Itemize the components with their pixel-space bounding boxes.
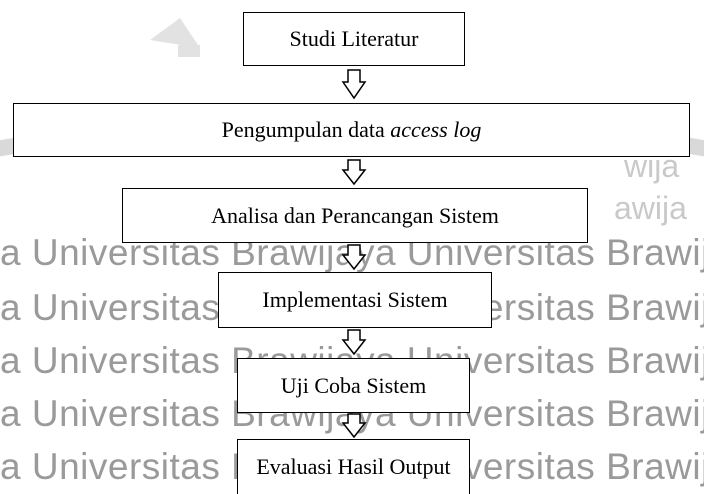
step-label: Uji Coba Sistem: [280, 372, 427, 398]
down-arrow-icon: [341, 413, 367, 439]
down-arrow-icon: [341, 329, 367, 356]
step-label: Implementasi Sistem: [262, 287, 448, 312]
step-box-implementasi: Implementasi Sistem: [218, 272, 492, 328]
down-arrow-icon: [341, 69, 367, 100]
step-box-evaluasi: Evaluasi Hasil Output: [237, 439, 470, 494]
step-label-italic: access log: [390, 117, 482, 142]
down-arrow-icon: [341, 244, 367, 271]
step-label: Pengumpulan data: [221, 117, 391, 142]
down-arrow-icon: [341, 159, 367, 186]
step-box-analisa-perancangan: Analisa dan Perancangan Sistem: [122, 188, 588, 243]
step-box-uji-coba: Uji Coba Sistem: [237, 358, 470, 413]
step-label: Studi Literatur: [289, 26, 419, 51]
watermark-fragment: awija: [614, 190, 687, 226]
step-box-studi-literatur: Studi Literatur: [243, 12, 465, 66]
step-label: Evaluasi Hasil Output: [256, 454, 451, 479]
step-box-pengumpulan-data: Pengumpulan data access log: [13, 103, 690, 157]
step-label: Analisa dan Perancangan Sistem: [211, 202, 499, 228]
